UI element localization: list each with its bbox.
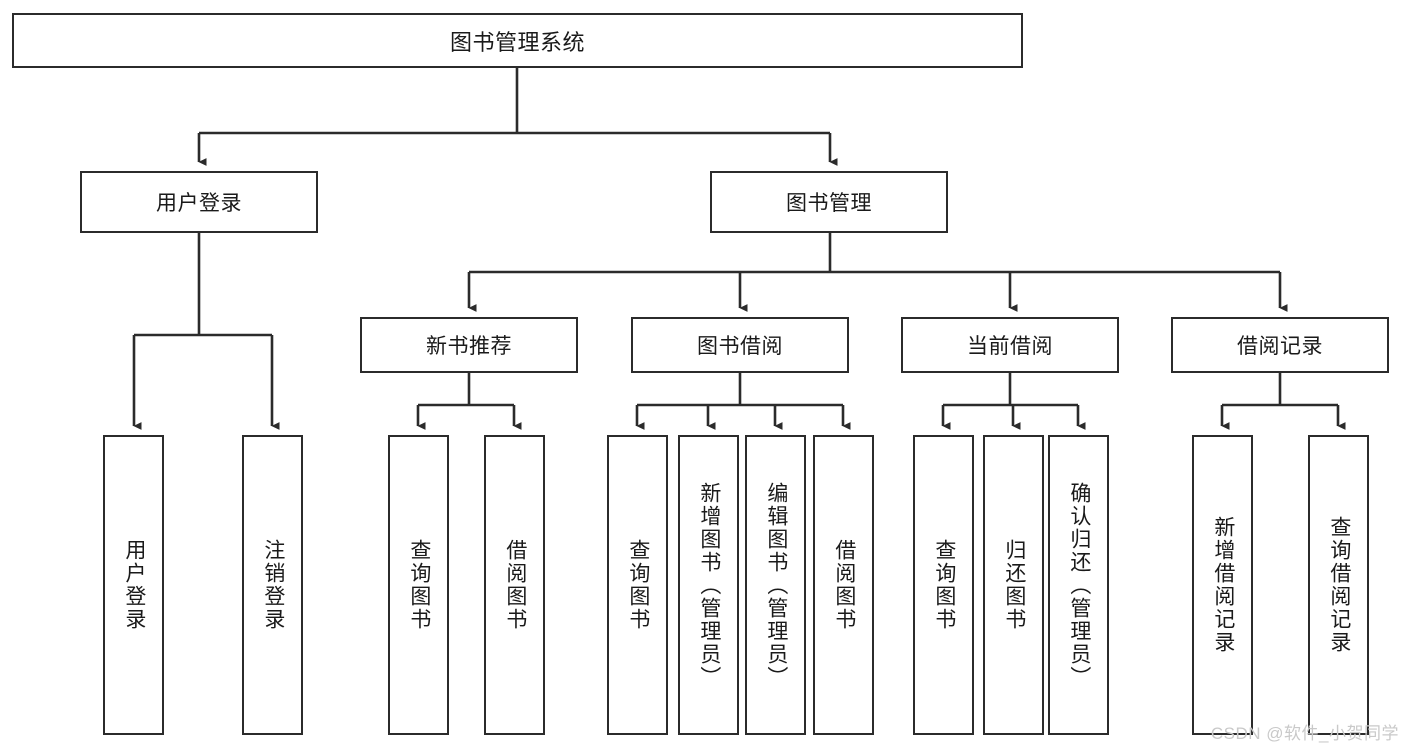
node-leaf-add-book[interactable]: 新增图书（管理员）: [678, 435, 739, 735]
node-leaf-query-book-2-label: 查询图书: [626, 539, 650, 631]
node-leaf-query-book-1[interactable]: 查询图书: [388, 435, 449, 735]
node-leaf-return-book[interactable]: 归还图书: [983, 435, 1044, 735]
node-leaf-borrow-book-1[interactable]: 借阅图书: [484, 435, 545, 735]
node-borrow-record[interactable]: 借阅记录: [1171, 317, 1389, 373]
node-leaf-user-login-label: 用户登录: [122, 539, 146, 631]
node-leaf-add-record-label: 新增借阅记录: [1211, 516, 1235, 654]
node-leaf-query-book-1-label: 查询图书: [407, 539, 431, 631]
node-leaf-edit-book[interactable]: 编辑图书（管理员）: [745, 435, 806, 735]
node-leaf-return-book-label: 归还图书: [1002, 539, 1026, 631]
node-new-book-recommend[interactable]: 新书推荐: [360, 317, 578, 373]
node-new-book-recommend-label: 新书推荐: [426, 335, 512, 358]
node-root[interactable]: 图书管理系统: [12, 13, 1023, 68]
node-borrow-record-label: 借阅记录: [1237, 335, 1323, 358]
node-user-login-label: 用户登录: [156, 192, 242, 215]
node-leaf-confirm-return[interactable]: 确认归还（管理员）: [1048, 435, 1109, 735]
node-leaf-logout-label: 注销登录: [261, 539, 285, 631]
node-user-login[interactable]: 用户登录: [80, 171, 318, 233]
node-leaf-add-record[interactable]: 新增借阅记录: [1192, 435, 1253, 735]
node-leaf-query-record-label: 查询借阅记录: [1327, 516, 1351, 654]
node-leaf-add-book-label: 新增图书（管理员）: [697, 481, 721, 689]
node-leaf-query-book-3[interactable]: 查询图书: [913, 435, 974, 735]
node-leaf-borrow-book-1-label: 借阅图书: [503, 539, 527, 631]
node-leaf-confirm-return-label: 确认归还（管理员）: [1067, 481, 1091, 689]
node-current-borrow-label: 当前借阅: [967, 335, 1053, 358]
node-leaf-query-record[interactable]: 查询借阅记录: [1308, 435, 1369, 735]
node-leaf-edit-book-label: 编辑图书（管理员）: [764, 481, 788, 689]
node-leaf-borrow-book-2[interactable]: 借阅图书: [813, 435, 874, 735]
node-leaf-query-book-2[interactable]: 查询图书: [607, 435, 668, 735]
node-current-borrow[interactable]: 当前借阅: [901, 317, 1119, 373]
node-leaf-query-book-3-label: 查询图书: [932, 539, 956, 631]
node-leaf-logout[interactable]: 注销登录: [242, 435, 303, 735]
node-book-manage-label: 图书管理: [786, 192, 872, 215]
node-book-borrow-label: 图书借阅: [697, 335, 783, 358]
node-book-manage[interactable]: 图书管理: [710, 171, 948, 233]
watermark: CSDN @软件_小贺同学: [1210, 724, 1399, 743]
node-book-borrow[interactable]: 图书借阅: [631, 317, 849, 373]
node-root-label: 图书管理系统: [449, 29, 585, 55]
node-leaf-user-login[interactable]: 用户登录: [103, 435, 164, 735]
node-leaf-borrow-book-2-label: 借阅图书: [832, 539, 856, 631]
